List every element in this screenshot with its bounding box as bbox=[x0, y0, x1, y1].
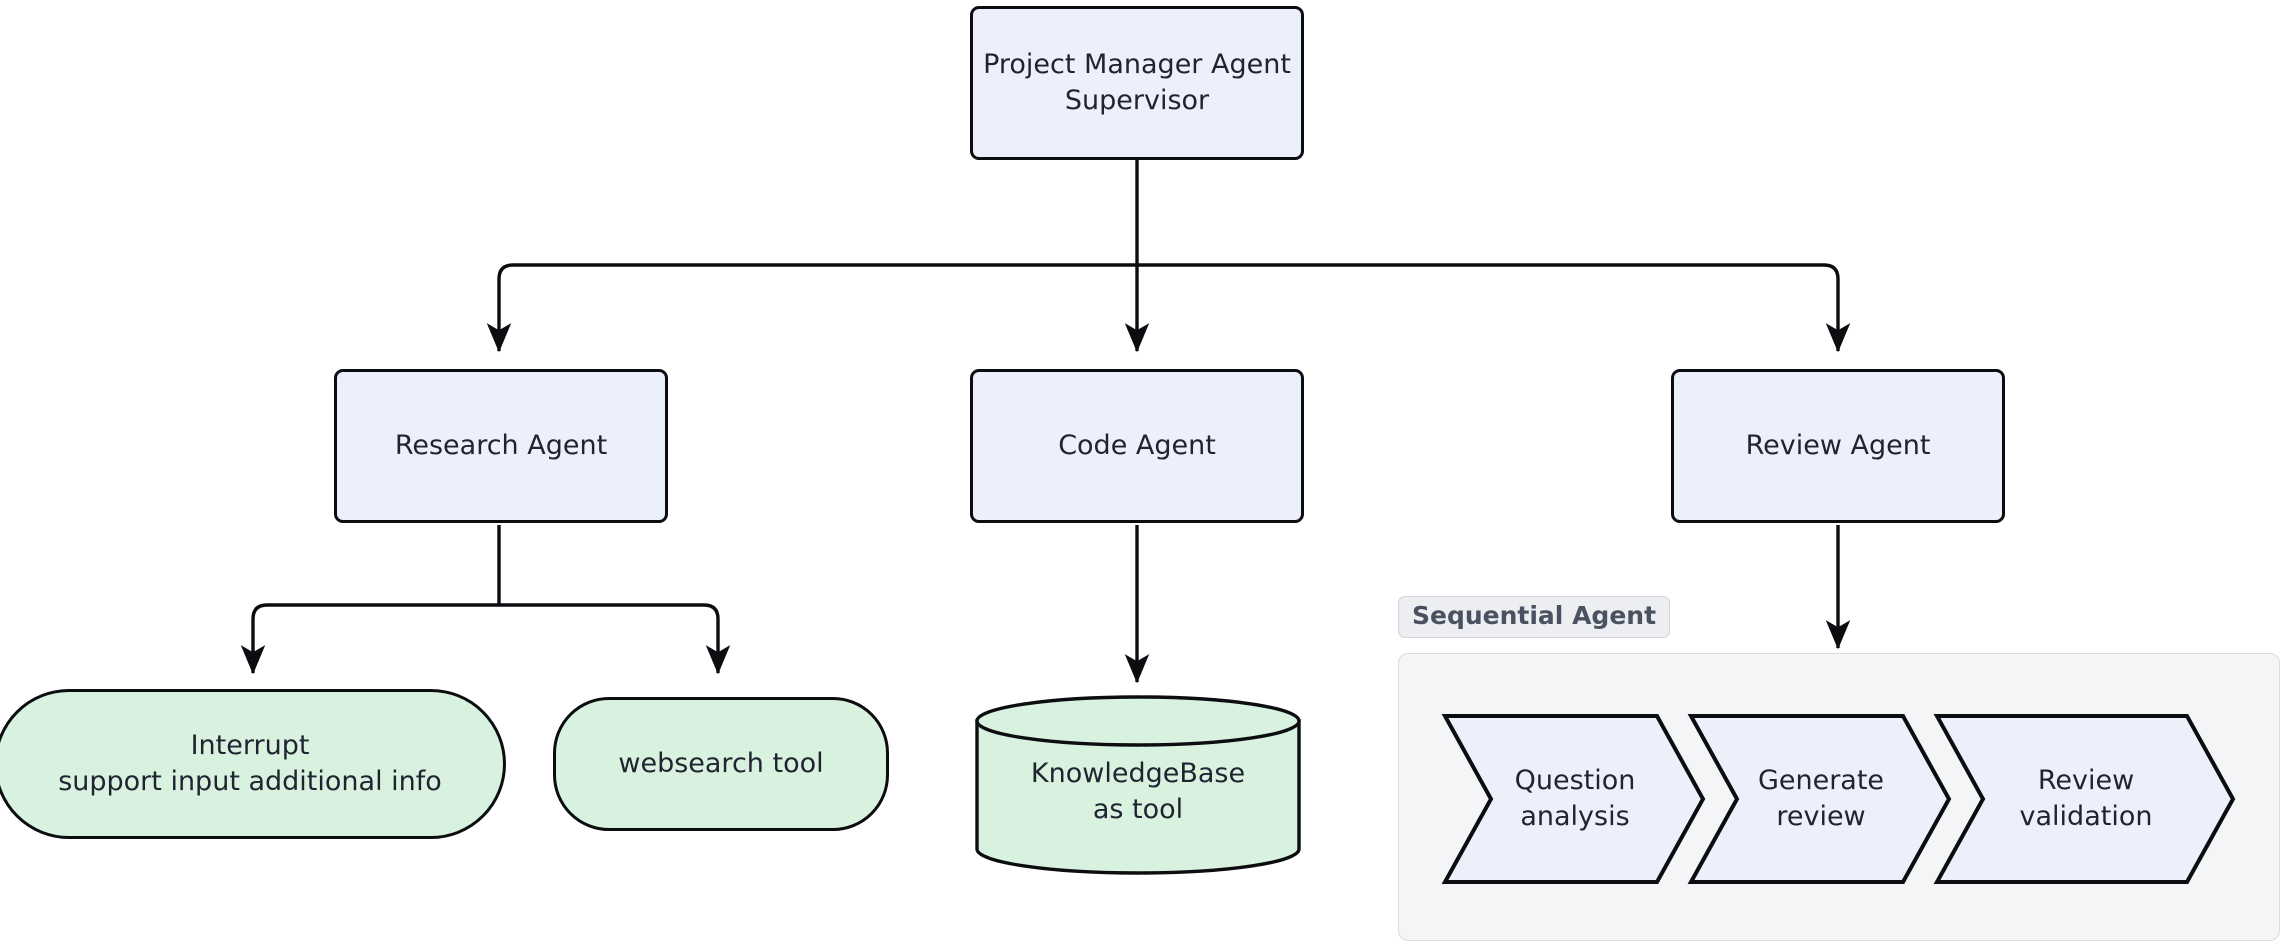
edge-research-interrupt bbox=[240, 603, 499, 675]
node-step-review-validation-label: Review validation bbox=[2019, 764, 2153, 832]
node-step-question-analysis-label: Question analysis bbox=[1514, 764, 1636, 832]
node-research-agent[interactable]: Research Agent bbox=[334, 369, 668, 523]
chevron-icon bbox=[1687, 714, 1952, 884]
node-step-generate-review-label: Generate review bbox=[1757, 764, 1885, 832]
edge-research-websearch bbox=[499, 603, 731, 675]
edge-supervisor-research bbox=[486, 263, 1137, 353]
node-websearch-tool-label: websearch tool bbox=[618, 748, 824, 780]
chevron-icon bbox=[1441, 714, 1706, 884]
node-step-question-analysis[interactable]: Question analysis bbox=[1441, 714, 1706, 884]
subgraph-title-sequential-agent: Sequential Agent bbox=[1398, 596, 1671, 638]
chevron-icon bbox=[1933, 714, 2236, 884]
edge-supervisor-review bbox=[1137, 263, 1851, 353]
node-step-review-validation[interactable]: Review validation bbox=[1933, 714, 2236, 884]
node-websearch-tool[interactable]: websearch tool bbox=[553, 697, 889, 831]
node-knowledgebase[interactable]: KnowledgeBase as tool bbox=[974, 694, 1302, 876]
cylinder-icon bbox=[975, 695, 1301, 875]
node-knowledgebase-label: KnowledgeBase as tool bbox=[1030, 758, 1246, 825]
node-step-generate-review[interactable]: Generate review bbox=[1687, 714, 1952, 884]
node-code-agent[interactable]: Code Agent bbox=[970, 369, 1304, 523]
node-supervisor[interactable]: Project Manager Agent Supervisor bbox=[970, 6, 1304, 160]
node-interrupt[interactable]: Interrupt support input additional info bbox=[0, 689, 506, 839]
node-review-agent[interactable]: Review Agent bbox=[1671, 369, 2005, 523]
